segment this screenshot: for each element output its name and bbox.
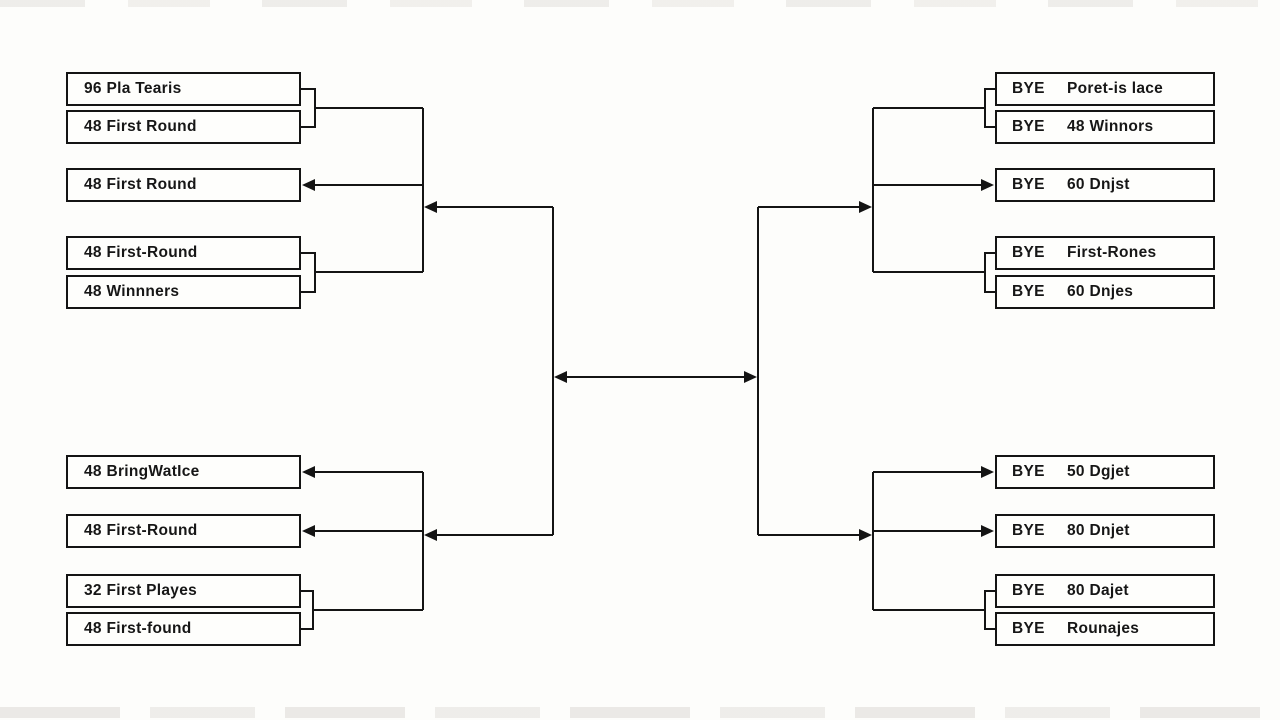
box-label: 48 Winnners bbox=[84, 283, 180, 300]
bye-tag: BYE bbox=[1012, 244, 1045, 261]
bracket-box-left-top-5: 48 Winnners bbox=[66, 275, 301, 309]
bracket-box-left-top-3: 48 First Round bbox=[66, 168, 301, 202]
box-label: 60 Dnjst bbox=[1067, 176, 1130, 193]
box-label: Poret-is lace bbox=[1067, 80, 1164, 97]
bye-tag: BYE bbox=[1012, 522, 1045, 539]
arrowhead-right-icon bbox=[744, 371, 757, 383]
bye-tag: BYE bbox=[1012, 582, 1045, 599]
arrowhead-left-icon bbox=[302, 525, 315, 537]
box-label: 48 First Round bbox=[84, 118, 197, 135]
bye-tag: BYE bbox=[1012, 620, 1045, 637]
connector-right-top bbox=[758, 88, 995, 293]
arrowhead-left-icon bbox=[554, 371, 567, 383]
box-label: 48 First Round bbox=[84, 176, 197, 193]
bracket-box-right-bottom-1: BYE 50 Dgjet bbox=[995, 455, 1215, 489]
bracket-box-left-bottom-1: 48 BringWatIce bbox=[66, 455, 301, 489]
bracket-box-right-top-2: BYE 48 Winnors bbox=[995, 110, 1215, 144]
bracket-box-left-bottom-4: 48 First-found bbox=[66, 612, 301, 646]
box-label: 80 Dajet bbox=[1067, 582, 1129, 599]
bracket-box-left-top-1: 96 Pla Tearis bbox=[66, 72, 301, 106]
bye-tag: BYE bbox=[1012, 118, 1045, 135]
box-label: First-Rones bbox=[1067, 244, 1157, 261]
bracket-box-left-top-2: 48 First Round bbox=[66, 110, 301, 144]
arrowhead-left-icon bbox=[302, 179, 315, 191]
bye-tag: BYE bbox=[1012, 283, 1045, 300]
bracket-box-right-bottom-4: BYE Rounajes bbox=[995, 612, 1215, 646]
bracket-box-right-top-4: BYE First-Rones bbox=[995, 236, 1215, 270]
box-label: 48 Winnors bbox=[1067, 118, 1154, 135]
connector-left-top bbox=[301, 88, 553, 293]
bracket-box-right-bottom-2: BYE 80 Dnjet bbox=[995, 514, 1215, 548]
connector-right-bottom bbox=[758, 466, 995, 630]
bracket-box-left-bottom-3: 32 First Playes bbox=[66, 574, 301, 608]
bracket-box-right-bottom-3: BYE 80 Dajet bbox=[995, 574, 1215, 608]
box-label: 32 First Playes bbox=[84, 582, 198, 599]
connector-center bbox=[552, 207, 759, 535]
box-label: 48 First-Round bbox=[84, 244, 198, 261]
arrowhead-left-icon bbox=[424, 529, 437, 541]
box-label: 80 Dnjet bbox=[1067, 522, 1130, 539]
arrowhead-left-icon bbox=[424, 201, 437, 213]
arrowhead-right-icon bbox=[981, 179, 994, 191]
box-label: 48 First-found bbox=[84, 620, 192, 637]
arrowhead-left-icon bbox=[302, 466, 315, 478]
arrowhead-right-icon bbox=[981, 466, 994, 478]
box-label: Rounajes bbox=[1067, 620, 1140, 637]
box-label: 48 First-Round bbox=[84, 522, 198, 539]
bracket-box-right-top-5: BYE 60 Dnjes bbox=[995, 275, 1215, 309]
connector-left-bottom bbox=[301, 466, 553, 630]
bracket-box-left-top-4: 48 First-Round bbox=[66, 236, 301, 270]
bye-tag: BYE bbox=[1012, 80, 1045, 97]
arrowhead-right-icon bbox=[859, 201, 872, 213]
bracket-box-right-top-1: BYE Poret-is lace bbox=[995, 72, 1215, 106]
bracket-box-right-top-3: BYE 60 Dnjst bbox=[995, 168, 1215, 202]
bye-tag: BYE bbox=[1012, 463, 1045, 480]
box-label: 60 Dnjes bbox=[1067, 283, 1134, 300]
box-label: 96 Pla Tearis bbox=[84, 80, 182, 97]
bye-tag: BYE bbox=[1012, 176, 1045, 193]
box-label: 50 Dgjet bbox=[1067, 463, 1130, 480]
arrowhead-right-icon bbox=[981, 525, 994, 537]
arrowhead-right-icon bbox=[859, 529, 872, 541]
bracket-box-left-bottom-2: 48 First-Round bbox=[66, 514, 301, 548]
box-label: 48 BringWatIce bbox=[84, 463, 200, 480]
